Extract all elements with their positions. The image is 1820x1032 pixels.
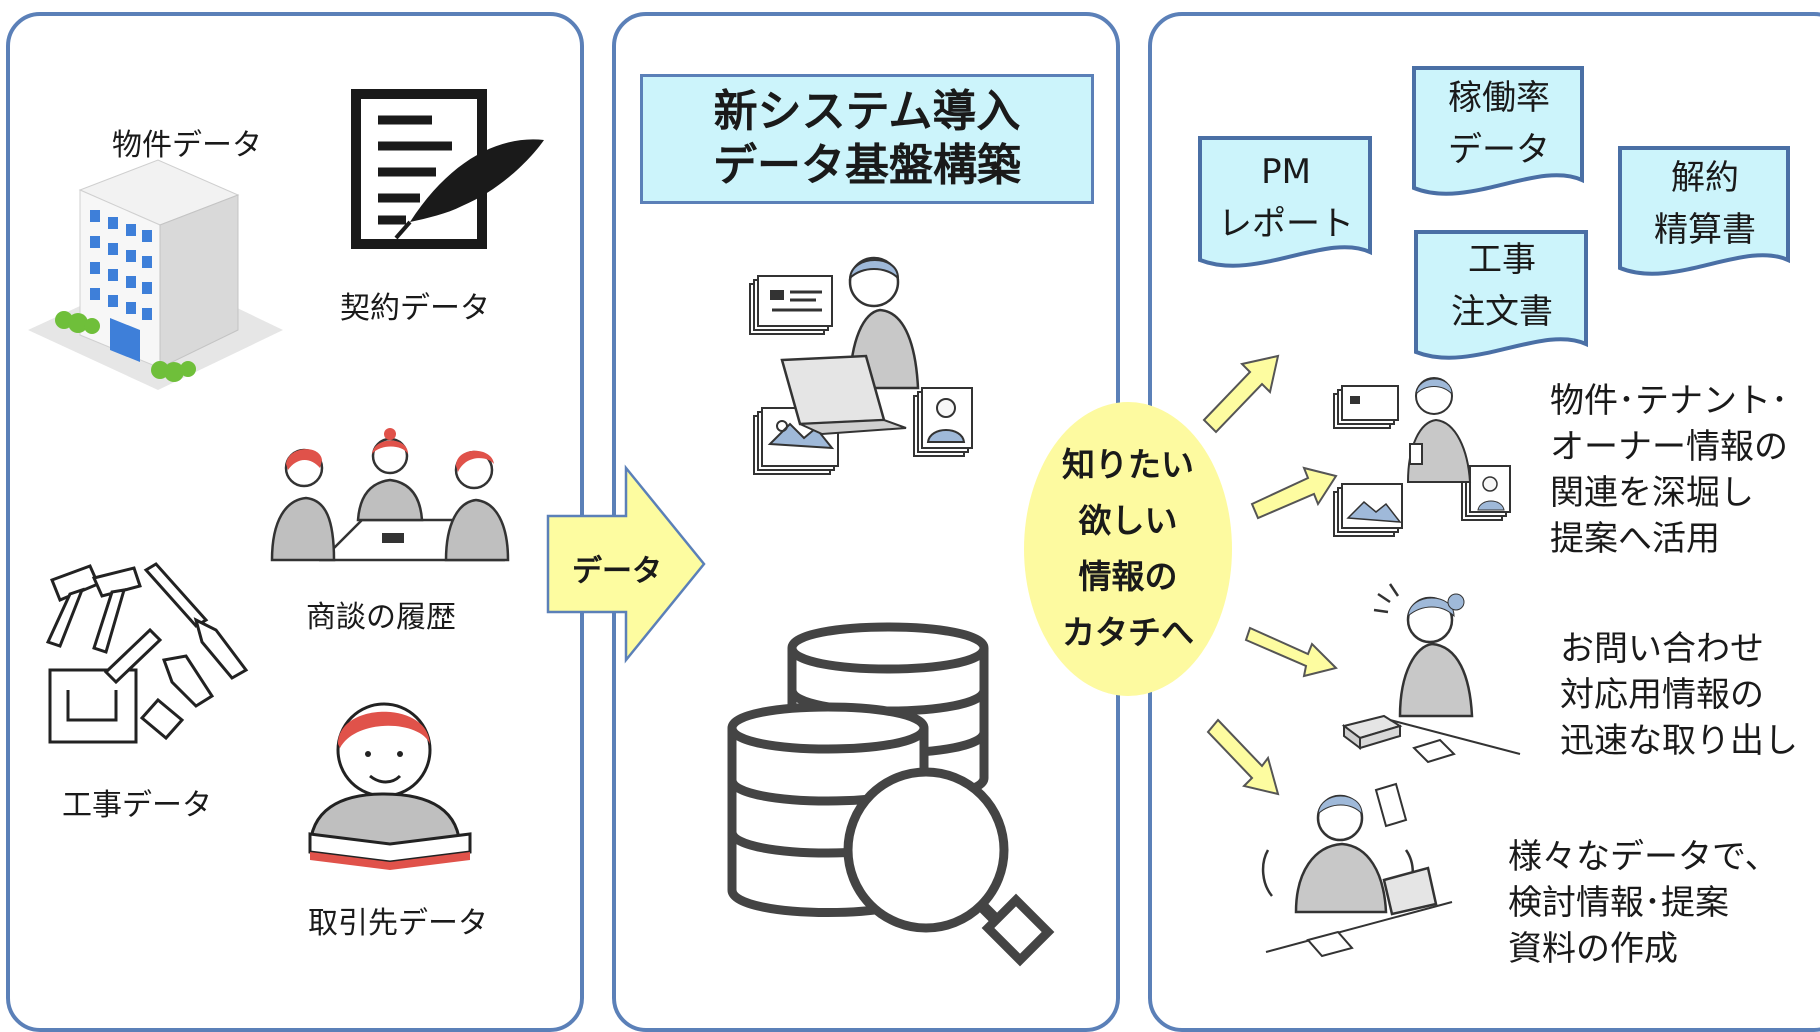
arrow-to-outcome-2 — [1244, 626, 1338, 678]
ellipse-line-2: 欲しい — [1078, 501, 1178, 540]
construction-data-label: 工事データ — [62, 788, 212, 823]
client-data-label: 取引先データ — [308, 906, 488, 941]
arrow-to-outcome-1 — [1250, 466, 1338, 520]
title-line-1: 新システム導入 — [713, 86, 1021, 137]
outcome-3-line-3: 資料の作成 — [1508, 929, 1678, 969]
pm-report-line-1: PM — [1261, 152, 1311, 192]
contract-document-icon — [351, 89, 544, 249]
settlement-text: 解約 精算書 — [1618, 152, 1792, 256]
occupancy-line-1: 稼働率 — [1448, 78, 1550, 118]
arrow-to-outcome-3 — [1206, 718, 1280, 796]
settlement-document-icon — [1618, 146, 1790, 276]
ellipse-line-1: 知りたい — [1062, 445, 1194, 484]
meeting-icon — [270, 428, 510, 562]
outcome-3-line-2: 検討情報･提案 — [1508, 883, 1729, 923]
database-search-icon — [727, 622, 1055, 967]
occupancy-document-icon — [1412, 66, 1584, 196]
busy-worker-icon — [1261, 782, 1453, 958]
construction-order-document-icon — [1414, 230, 1588, 360]
outcome-1-line-3: 関連を深堀し — [1550, 473, 1754, 513]
ellipse-line-3: 情報の — [1078, 557, 1178, 596]
pm-report-document-icon — [1198, 136, 1372, 268]
outcome-2-text: お問い合わせ 対応用情報の 迅速な取り出し — [1560, 626, 1798, 764]
new-system-title: 新システム導入 データ基盤構築 — [640, 74, 1094, 204]
pm-report-text: PM レポート — [1198, 146, 1374, 250]
worker-laptop-icon — [749, 256, 973, 475]
outcome-2-line-3: 迅速な取り出し — [1560, 721, 1798, 761]
contract-data-label: 契約データ — [340, 291, 490, 326]
outcome-2-line-1: お問い合わせ — [1560, 629, 1764, 669]
outcome-1-line-1: 物件･テナント･ — [1550, 381, 1788, 421]
ellipse-line-4: カタチへ — [1062, 613, 1194, 652]
data-flow-arrow — [546, 464, 706, 664]
settlement-line-1: 解約 — [1671, 158, 1739, 198]
property-data-label: 物件データ — [112, 128, 262, 163]
desired-information-ellipse: 知りたい 欲しい 情報の カタチへ — [1024, 402, 1232, 696]
negotiation-history-label: 商談の履歴 — [306, 600, 456, 635]
construction-order-line-2: 注文書 — [1451, 292, 1553, 332]
building-icon — [28, 159, 283, 390]
client-icon — [308, 702, 472, 870]
outcome-3-text: 様々なデータで、 検討情報･提案 資料の作成 — [1508, 834, 1779, 972]
construction-tools-icon — [45, 562, 249, 744]
outcome-1-text: 物件･テナント･ オーナー情報の 関連を深堀し 提案へ活用 — [1550, 378, 1788, 562]
construction-order-text: 工事 注文書 — [1414, 234, 1590, 338]
phone-operator-icon — [1341, 583, 1521, 764]
arrow-to-documents — [1202, 354, 1280, 434]
sns-user-icon — [1333, 377, 1511, 537]
occupancy-text: 稼働率 データ — [1412, 72, 1586, 176]
outcome-1-line-4: 提案へ活用 — [1550, 519, 1720, 559]
title-line-2: データ基盤構築 — [713, 140, 1021, 191]
pm-report-line-2: レポート — [1218, 204, 1354, 244]
data-arrow-label: データ — [572, 554, 662, 589]
construction-order-line-1: 工事 — [1468, 240, 1536, 280]
outcome-3-line-1: 様々なデータで、 — [1508, 837, 1779, 877]
outcome-1-line-2: オーナー情報の — [1550, 427, 1788, 467]
occupancy-line-2: データ — [1448, 130, 1550, 170]
outcome-2-line-2: 対応用情報の — [1560, 675, 1764, 715]
settlement-line-2: 精算書 — [1654, 210, 1756, 250]
